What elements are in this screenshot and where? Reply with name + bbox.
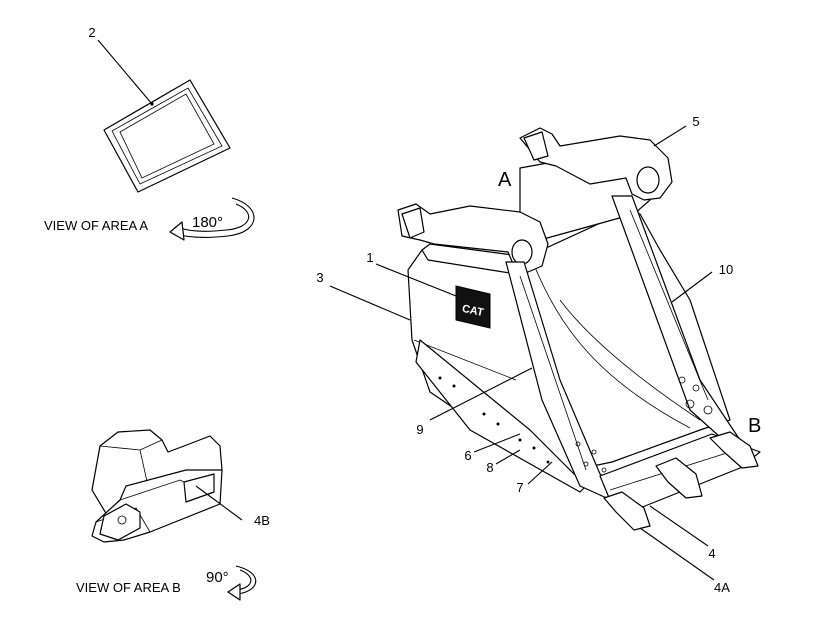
- callout-6: 6: [464, 448, 471, 463]
- tooth-4a: [603, 491, 651, 531]
- view-area-b-label: VIEW OF AREA B: [76, 580, 181, 595]
- callout-3: 3: [316, 270, 323, 285]
- leader-6: [473, 433, 521, 453]
- rotation-b-label: 90°: [206, 569, 229, 586]
- view-area-a-label: VIEW OF AREA A: [44, 218, 148, 233]
- callout-4b: 4B: [254, 513, 270, 528]
- leader-2-dot: [150, 102, 154, 106]
- callout-5: 5: [692, 114, 699, 129]
- leader-4: [649, 505, 709, 547]
- callout-9: 9: [416, 422, 423, 437]
- area-b-marker: B: [748, 415, 761, 437]
- callout-8: 8: [486, 460, 493, 475]
- leader-4b: [195, 485, 243, 521]
- callout-7: 7: [516, 480, 523, 495]
- rotation-a-label: 180°: [192, 214, 223, 231]
- tip-adapter-detail: [91, 429, 223, 543]
- tooth-4: [655, 457, 703, 499]
- area-a-marker: A: [498, 169, 512, 191]
- wear-plate-detail: [103, 79, 231, 193]
- bucket-main: CAT: [397, 127, 761, 531]
- cat-logo: CAT: [455, 285, 491, 329]
- leader-8: [495, 449, 521, 465]
- leader-3: [329, 285, 411, 321]
- callout-4: 4: [708, 546, 715, 561]
- leader-10: [671, 271, 713, 303]
- rotate-arrow-90: [227, 565, 257, 601]
- rotate-arrow-180: [169, 197, 255, 241]
- callout-4a: 4A: [714, 580, 730, 595]
- callout-10: 10: [719, 262, 733, 277]
- logo-text: CAT: [461, 303, 485, 319]
- leader-2: [97, 39, 153, 105]
- leader-7: [527, 461, 553, 485]
- leader-1: [375, 263, 457, 297]
- leader-5: [653, 125, 687, 147]
- callout-1: 1: [366, 250, 373, 265]
- leader-9: [429, 367, 533, 421]
- callout-2: 2: [88, 25, 95, 40]
- tooth-b: [709, 431, 759, 469]
- leader-4a: [639, 527, 715, 581]
